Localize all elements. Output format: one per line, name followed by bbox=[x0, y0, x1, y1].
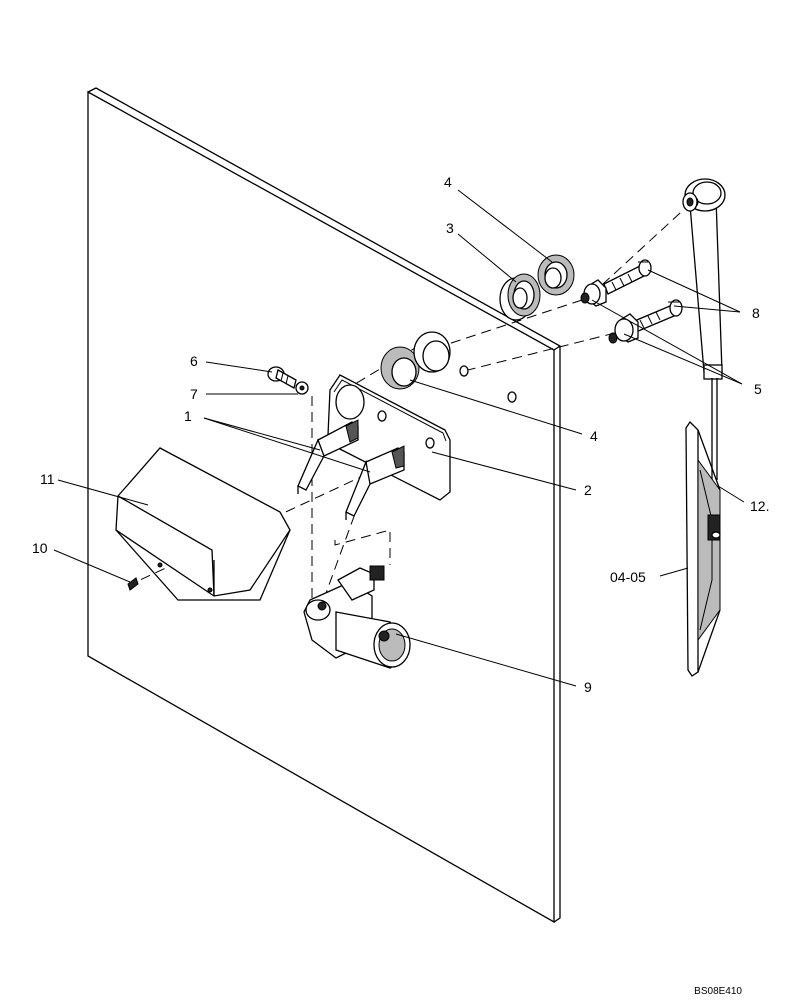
callout-10: 9 bbox=[584, 679, 592, 695]
panel-hole-sleeve bbox=[413, 331, 451, 373]
callout-11: 12. bbox=[750, 498, 769, 514]
bolt-upper bbox=[603, 259, 652, 295]
callout-04-05: 04-05 bbox=[610, 569, 646, 585]
drawing-code: BS08E410 bbox=[694, 986, 742, 997]
callout-2: 2 bbox=[584, 482, 592, 498]
callout-4-lower: 4 bbox=[590, 428, 598, 444]
panel-holes bbox=[459, 365, 517, 403]
callout-7: 6 bbox=[190, 353, 198, 369]
callout-4-upper: 4 bbox=[444, 174, 452, 190]
callout-8: 7 bbox=[190, 386, 198, 402]
callout-12: 10 bbox=[32, 540, 48, 556]
screw bbox=[267, 366, 297, 389]
callout-9: 8 bbox=[752, 305, 760, 321]
callout-5: 5 bbox=[754, 381, 762, 397]
callout-3: 3 bbox=[446, 220, 454, 236]
wiper-motor bbox=[303, 565, 411, 669]
motor-cover bbox=[115, 447, 291, 601]
lock-washer bbox=[295, 381, 309, 395]
wiper-blade bbox=[685, 420, 721, 677]
bracket-lower bbox=[345, 445, 405, 520]
seal-ring bbox=[380, 346, 420, 390]
door-panel bbox=[87, 87, 561, 924]
bracket-upper bbox=[297, 419, 359, 494]
bushing bbox=[499, 273, 541, 321]
callout-labels: 4 3 6 7 1 11 10 8 5 4 2 12. 04-05 9 bbox=[32, 174, 769, 695]
callout-6: 11 bbox=[40, 471, 55, 487]
small-screw bbox=[127, 577, 139, 591]
nut-upper bbox=[580, 279, 607, 307]
nut-lower bbox=[608, 313, 639, 344]
washer-upper bbox=[537, 254, 575, 296]
callout-1: 1 bbox=[184, 408, 192, 424]
bolt-lower bbox=[631, 299, 683, 333]
wiper-arm bbox=[682, 178, 726, 480]
leader-lines bbox=[53, 189, 745, 687]
mounting-plate bbox=[327, 374, 451, 501]
